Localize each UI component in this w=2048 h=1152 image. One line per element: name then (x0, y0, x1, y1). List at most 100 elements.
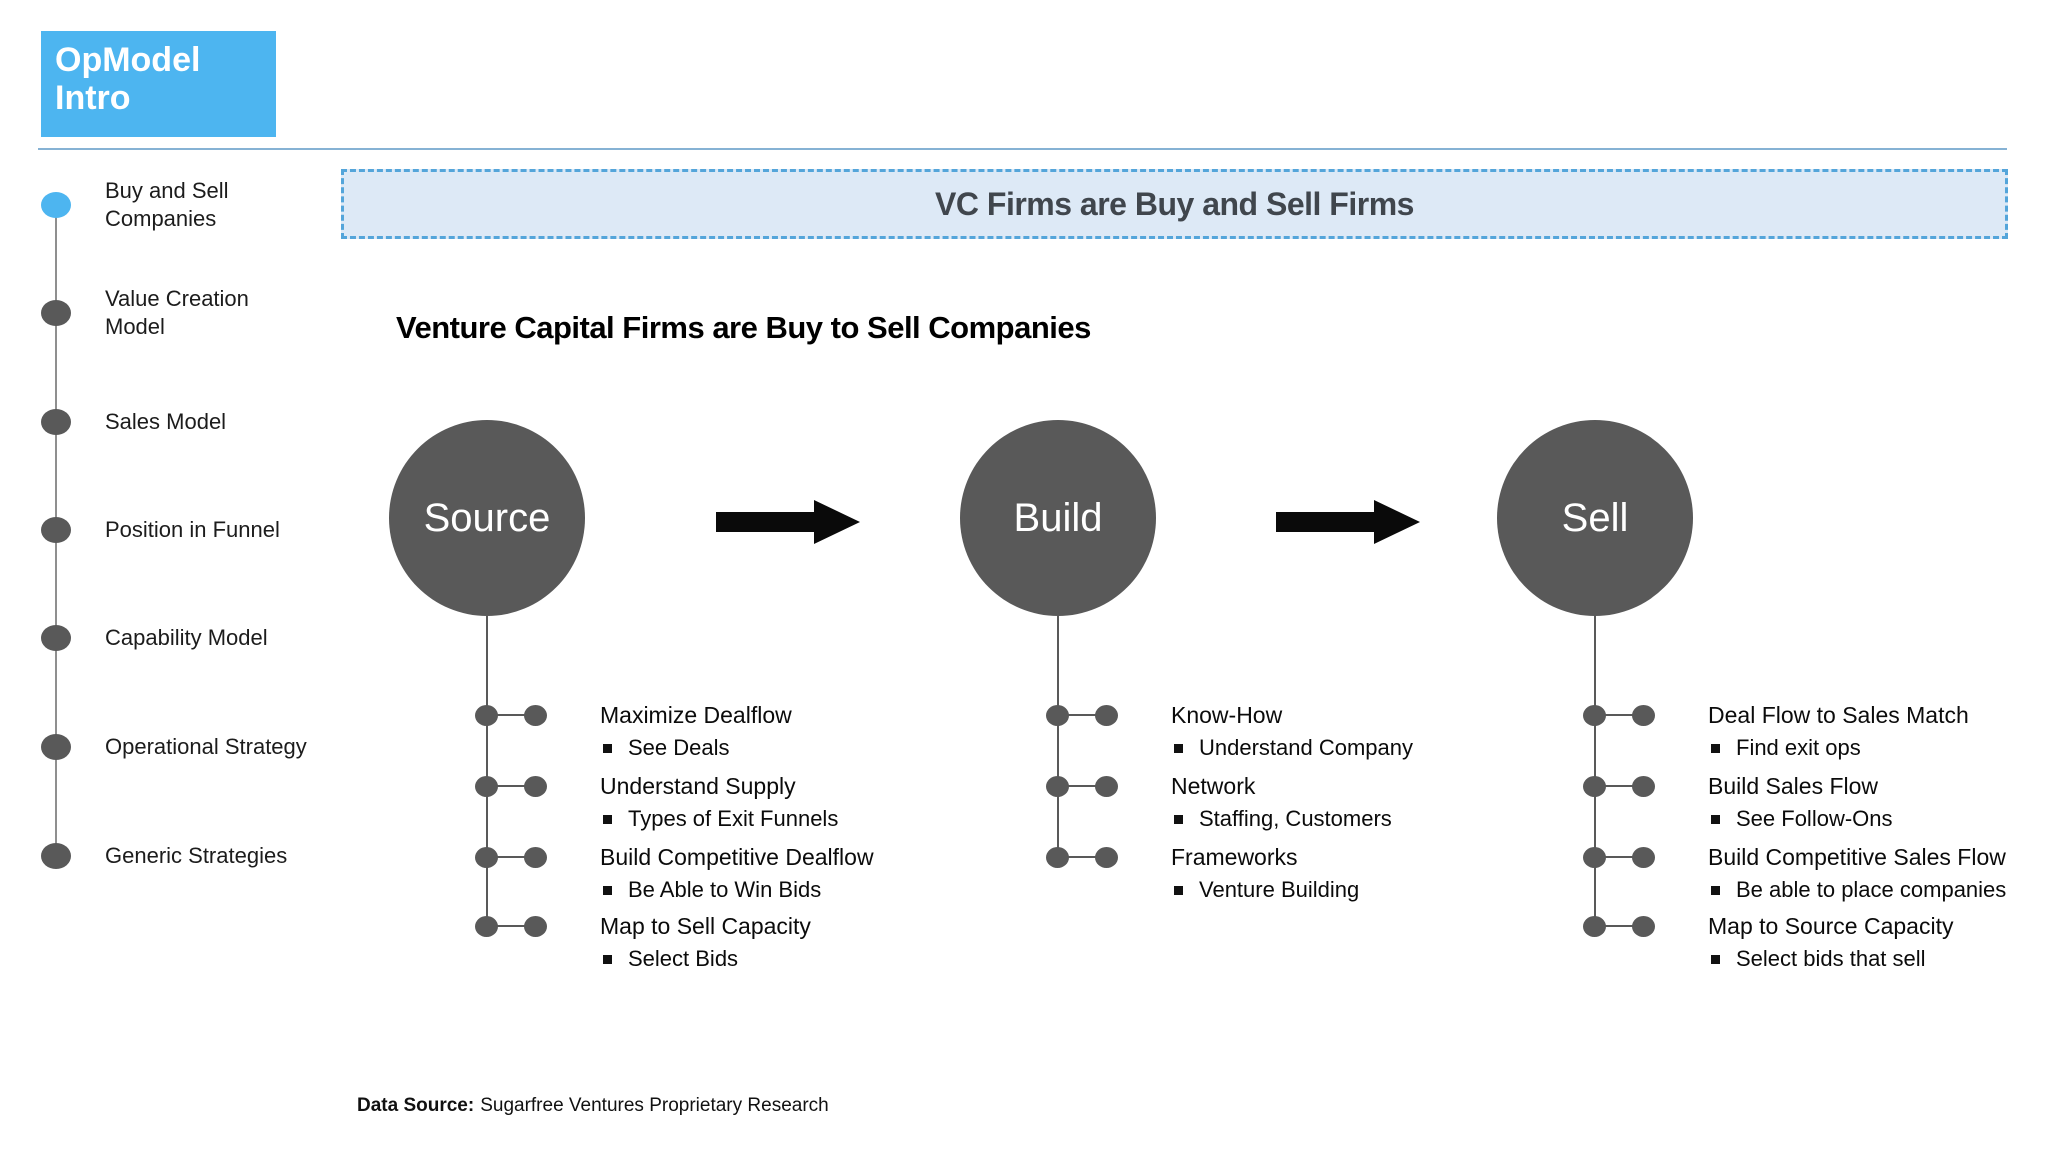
timeline-dot (41, 734, 71, 760)
item-detail: See Deals (628, 735, 730, 760)
sidebar-item-value-creation-model[interactable]: Value Creation Model (41, 285, 249, 341)
square-bullet-icon (1711, 814, 1720, 824)
node-dot-icon (1632, 916, 1655, 937)
sidebar-item-label: Operational Strategy (105, 734, 307, 759)
timeline-dot (41, 625, 71, 651)
item-title: Frameworks (1171, 844, 1298, 870)
item-detail: Be Able to Win Bids (628, 877, 822, 902)
sidebar-item-label: Capability Model (105, 625, 268, 650)
node-connector (1057, 714, 1117, 716)
data-source-label: Data Source: (357, 1095, 475, 1116)
sidebar-item-label: Sales Model (105, 409, 227, 434)
square-bullet-icon (1711, 885, 1720, 895)
source-item-row: Map to Sell Capacity Select Bids (475, 912, 945, 976)
square-bullet-icon (603, 814, 612, 824)
item-detail: Types of Exit Funnels (628, 806, 839, 831)
square-bullet-icon (1174, 814, 1183, 824)
stage-circle-source: Source (389, 420, 585, 616)
node-dot-icon (1632, 705, 1655, 726)
node-connector (1594, 856, 1654, 858)
timeline-dot (41, 409, 71, 435)
sell-item-row: Deal Flow to Sales Match Find exit ops (1583, 701, 2048, 765)
headline-banner-text: VC Firms are Buy and Sell Firms (935, 185, 1414, 222)
item-title: Understand Supply (600, 773, 796, 799)
sell-stem-line (1594, 616, 1596, 926)
item-detail: Select Bids (628, 946, 739, 971)
item-title: Network (1171, 773, 1256, 799)
stage-label: Sell (1561, 495, 1629, 540)
arrow-right-icon (716, 500, 860, 544)
build-stem-line (1057, 616, 1059, 857)
square-bullet-icon (603, 885, 612, 895)
build-item-row: Frameworks Venture Building (1046, 843, 1516, 907)
section-title: Venture Capital Firms are Buy to Sell Co… (396, 310, 1091, 345)
square-bullet-icon (1174, 885, 1183, 895)
item-title: Map to Source Capacity (1708, 913, 1954, 939)
item-title: Deal Flow to Sales Match (1708, 702, 1969, 728)
node-dot-icon (524, 705, 547, 726)
sidebar-item-capability-model[interactable]: Capability Model (41, 610, 268, 666)
item-title: Map to Sell Capacity (600, 913, 811, 939)
square-bullet-icon (603, 743, 612, 753)
node-connector (486, 714, 546, 716)
build-item-row: Network Staffing, Customers (1046, 772, 1516, 836)
sidebar-item-label: Position in Funnel (105, 517, 280, 542)
source-item-row: Maximize Dealflow See Deals (475, 701, 945, 765)
node-connector (1594, 785, 1654, 787)
sidebar-item-sales-model[interactable]: Sales Model (41, 394, 226, 450)
node-connector (486, 925, 546, 927)
source-stem-line (486, 616, 488, 926)
item-title: Build Sales Flow (1708, 773, 1879, 799)
sidebar-item-operational-strategy[interactable]: Operational Strategy (41, 719, 307, 775)
item-detail: Find exit ops (1736, 735, 1861, 760)
node-connector (486, 856, 546, 858)
stage-circle-build: Build (960, 420, 1156, 616)
sidebar-item-label: Generic Strategies (105, 843, 288, 868)
square-bullet-icon (1711, 954, 1720, 964)
item-detail: See Follow-Ons (1736, 806, 1893, 831)
node-dot-icon (1095, 705, 1118, 726)
stage-label: Build (1013, 495, 1103, 540)
sidebar-item-buy-and-sell-companies[interactable]: Buy and Sell Companies (41, 177, 229, 233)
node-dot-icon (1632, 847, 1655, 868)
item-title: Know-How (1171, 702, 1283, 728)
timeline-dot-active (41, 192, 71, 218)
data-source-note: Data Source:Sugarfree Ventures Proprieta… (357, 1095, 829, 1117)
item-detail: Select bids that sell (1736, 946, 1926, 971)
sidebar-item-position-in-funnel[interactable]: Position in Funnel (41, 502, 280, 558)
sidebar-item-generic-strategies[interactable]: Generic Strategies (41, 828, 287, 884)
arrow-right-icon (1276, 500, 1420, 544)
node-dot-icon (1632, 776, 1655, 797)
item-detail: Understand Company (1199, 735, 1414, 760)
source-item-row: Build Competitive Dealflow Be Able to Wi… (475, 843, 945, 907)
sell-item-row: Build Competitive Sales Flow Be able to … (1583, 843, 2048, 907)
header-divider (38, 148, 2007, 150)
node-dot-icon (1095, 847, 1118, 868)
sidebar-item-label: Buy and Sell Companies (105, 178, 229, 231)
square-bullet-icon (603, 954, 612, 964)
item-title: Build Competitive Dealflow (600, 844, 874, 870)
item-title: Build Competitive Sales Flow (1708, 844, 2006, 870)
data-source-text: Sugarfree Ventures Proprietary Research (480, 1095, 829, 1116)
headline-banner: VC Firms are Buy and Sell Firms (341, 169, 2008, 239)
timeline-dot (41, 300, 71, 326)
sell-item-row: Map to Source Capacity Select bids that … (1583, 912, 2048, 976)
node-connector (1057, 856, 1117, 858)
item-title: Maximize Dealflow (600, 702, 792, 728)
item-detail: Venture Building (1199, 877, 1360, 902)
node-connector (1594, 714, 1654, 716)
timeline-dot (41, 843, 71, 869)
slide-tag-line2: Intro (55, 79, 131, 117)
sell-item-row: Build Sales Flow See Follow-Ons (1583, 772, 2048, 836)
source-item-row: Understand Supply Types of Exit Funnels (475, 772, 945, 836)
square-bullet-icon (1174, 743, 1183, 753)
stage-label: Source (423, 495, 551, 540)
slide-tag-line1: OpModel (55, 41, 201, 79)
node-dot-icon (1095, 776, 1118, 797)
node-connector (486, 785, 546, 787)
item-detail: Be able to place companies (1736, 877, 2007, 902)
item-detail: Staffing, Customers (1199, 806, 1392, 831)
node-dot-icon (524, 776, 547, 797)
sidebar-item-label: Value Creation Model (105, 286, 249, 339)
